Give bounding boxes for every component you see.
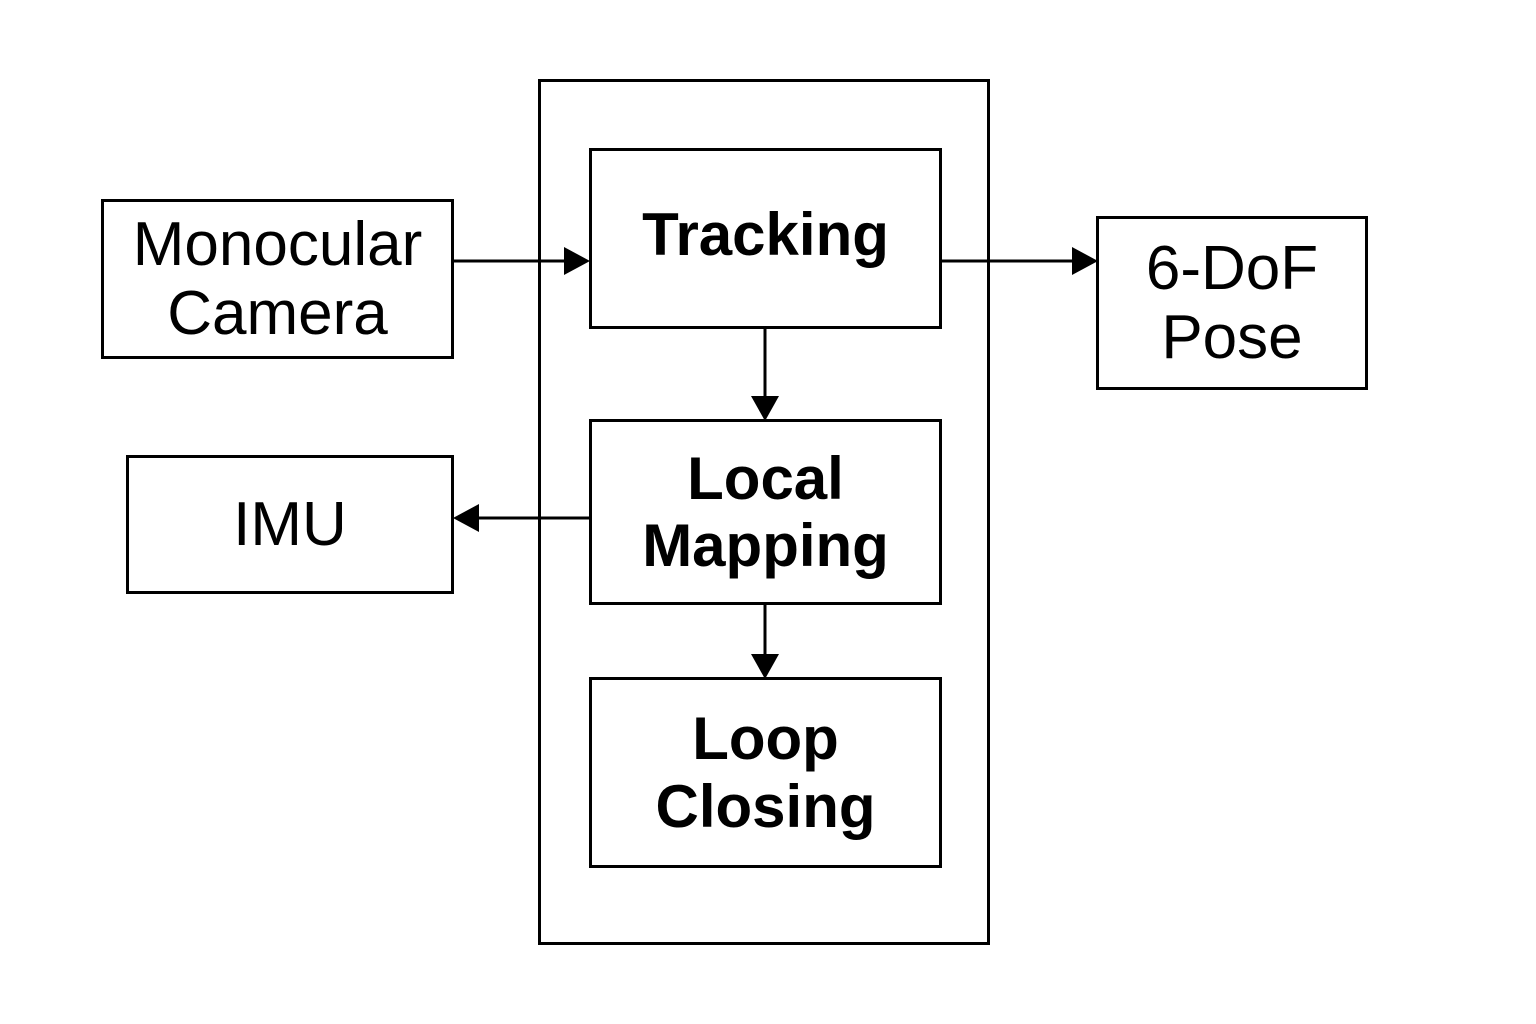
monocular-camera-label-line-1: Monocular [132, 209, 423, 279]
imu-node[interactable]: IMU [126, 455, 454, 594]
loop-closing-label-line-1: Loop [692, 705, 839, 773]
local-mapping-node[interactable]: Local Mapping [589, 419, 942, 605]
loop-closing-node[interactable]: Loop Closing [589, 677, 942, 868]
imu-label: IMU [233, 489, 347, 559]
local-mapping-label-line-1: Local [687, 444, 844, 512]
local-mapping-label-line-2: Mapping [642, 512, 889, 579]
pose-node[interactable]: 6-DoF Pose [1096, 216, 1368, 390]
system-container [538, 79, 990, 945]
tracking-label: Tracking [642, 200, 889, 268]
tracking-node[interactable]: Tracking [589, 148, 942, 329]
monocular-camera-node[interactable]: Monocular Camera [101, 199, 454, 359]
monocular-camera-label-line-2: Camera [167, 279, 388, 348]
pose-label-line-1: 6-DoF [1145, 233, 1319, 303]
loop-closing-label-line-2: Closing [655, 772, 876, 840]
pose-label-line-2: Pose [1161, 303, 1303, 372]
